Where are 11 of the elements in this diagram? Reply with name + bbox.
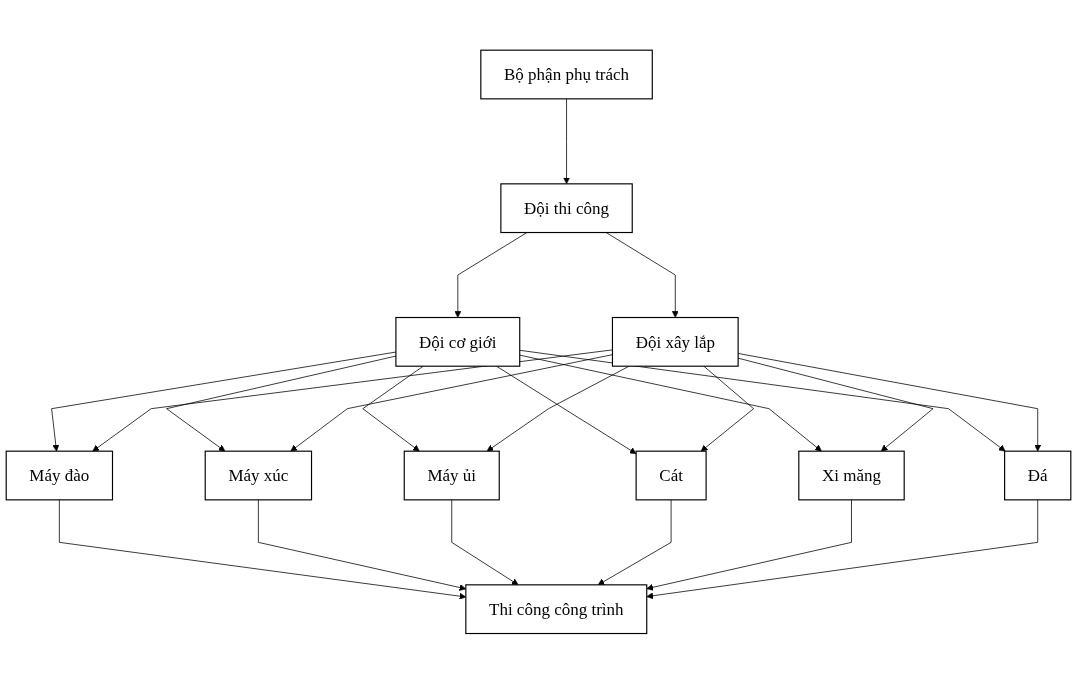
- node-box: Đội cơ giới: [395, 316, 521, 367]
- node-box: Máy xúc: [204, 450, 313, 501]
- node-box: Máy ủi: [403, 450, 500, 501]
- node-box: Thi công công trình: [465, 583, 648, 634]
- node-box: Đá: [1004, 450, 1072, 501]
- node-box: Xi măng: [798, 450, 905, 501]
- node-box: Đội thi công: [500, 182, 633, 233]
- node-box: Máy đào: [5, 450, 114, 501]
- node-box: Bộ phận phụ trách: [480, 49, 653, 100]
- node-box: Cát: [635, 450, 707, 501]
- node-box: Đội xây lắp: [611, 316, 739, 367]
